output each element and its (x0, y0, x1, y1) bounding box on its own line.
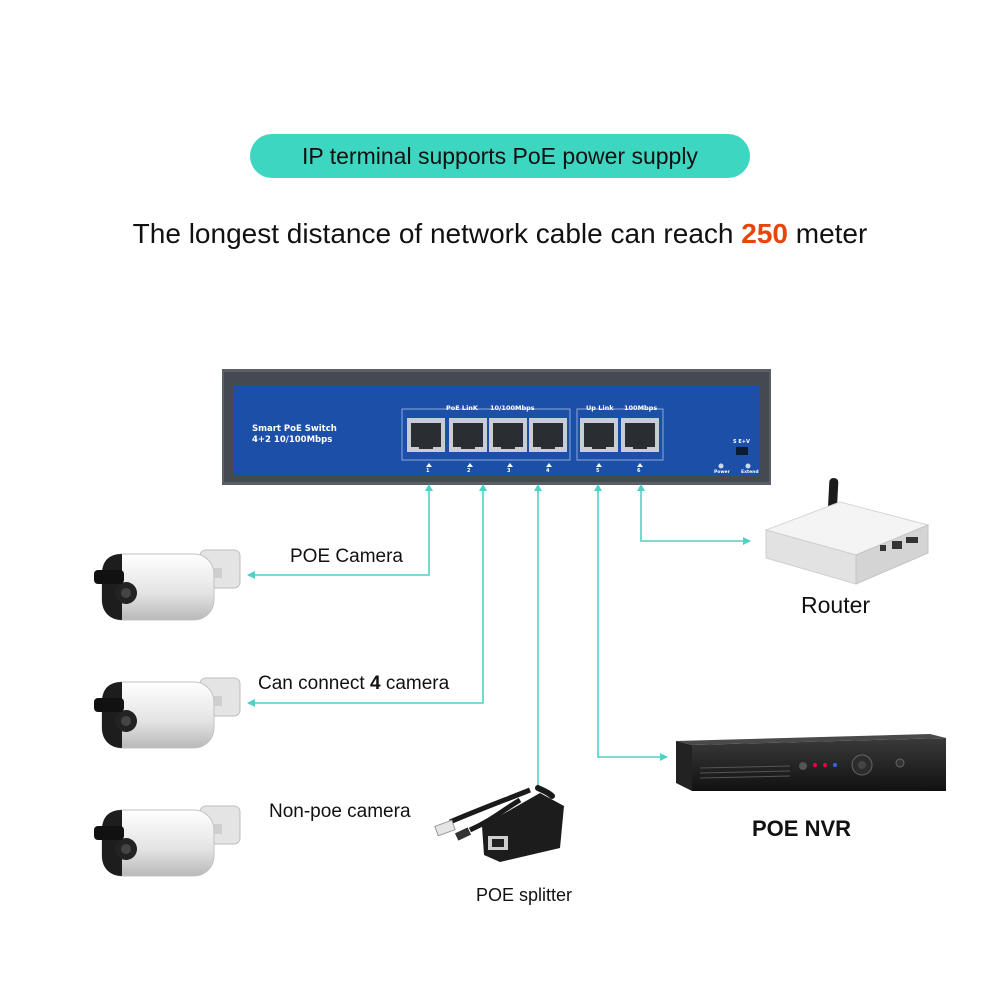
poe-link-label: PoE LinK (446, 404, 478, 412)
poe-switch-device (222, 369, 771, 485)
switch-model-label: Smart PoE Switch 4+2 10/100Mbps (252, 424, 337, 446)
port-number-2: 2 (467, 468, 471, 474)
router-label: Router (801, 592, 871, 618)
up-link-label: Up Link (586, 404, 614, 412)
line-port6-to-router (640, 488, 751, 545)
camera-count-prefix: Can connect (258, 673, 370, 694)
port-number-4: 4 (546, 468, 550, 474)
switch-model-line2: 4+2 10/100Mbps (252, 435, 333, 445)
router-icon (764, 478, 930, 585)
poe-splitter-icon (434, 785, 564, 862)
headline-highlight-value: 250 (741, 218, 788, 249)
line-port5-to-nvr (597, 488, 668, 761)
nvr-icon (676, 734, 946, 791)
port-number-3: 3 (507, 468, 511, 474)
camera-count-value: 4 (369, 673, 381, 694)
up-speed-label: 100Mbps (624, 404, 658, 412)
poe-camera-label: POE Camera (290, 546, 403, 567)
poe-camera-2-icon (94, 677, 241, 749)
camera-count-suffix: camera (380, 673, 450, 694)
headline-text: The longest distance of network cable ca… (132, 218, 742, 249)
poe-support-banner: IP terminal supports PoE power supply (250, 134, 750, 178)
port-number-5: 5 (596, 468, 600, 474)
port-number-6: 6 (637, 468, 641, 474)
non-poe-camera-icon (94, 805, 241, 877)
extend-led-label: Extend (741, 470, 759, 475)
camera-count-label: Can connect 4 camera (258, 673, 449, 695)
dip-switch-label: S E+V (733, 439, 750, 445)
poe-splitter-label: POE splitter (476, 885, 573, 905)
connection-lines (247, 488, 751, 788)
poe-speed-label: 10/100Mbps (490, 404, 535, 412)
ethernet-ports (407, 418, 659, 452)
poe-camera-1-icon (94, 549, 241, 621)
switch-model-line1: Smart PoE Switch (252, 424, 337, 434)
poe-nvr-label: POE NVR (752, 816, 852, 841)
distance-headline: The longest distance of network cable ca… (0, 218, 1000, 250)
non-poe-camera-label: Non-poe camera (269, 801, 411, 822)
line-port2-to-camera (247, 488, 484, 707)
power-led-label: Power (714, 470, 730, 475)
headline-unit: meter (787, 218, 868, 249)
line-port1-to-poe-camera (247, 488, 430, 579)
port-number-1: 1 (426, 468, 430, 474)
